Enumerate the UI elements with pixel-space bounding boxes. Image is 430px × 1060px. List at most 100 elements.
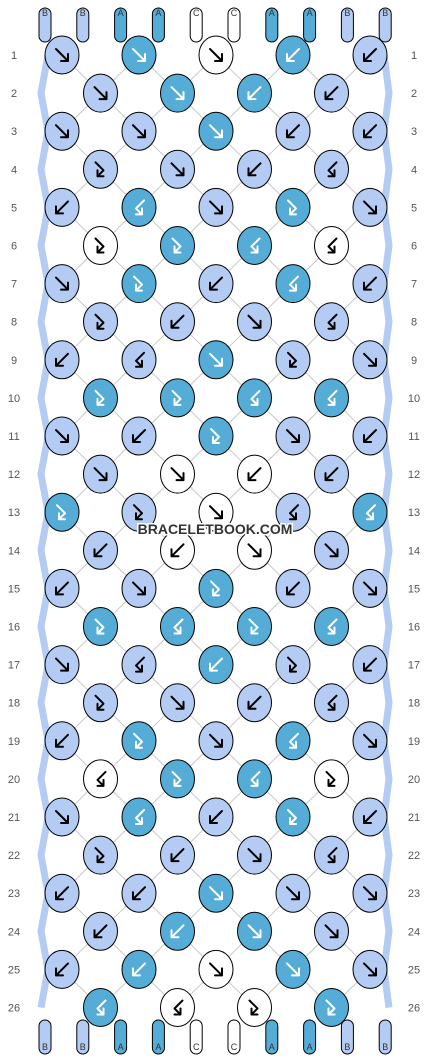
knot-arrow-icon <box>327 313 338 330</box>
knot-arrow-icon <box>93 543 108 558</box>
top-strand-label: B <box>80 8 86 18</box>
knot-arrow-icon <box>286 48 300 62</box>
row-number-left: 13 <box>8 507 20 519</box>
knot-arrow-icon <box>247 848 262 863</box>
top-strand <box>227 7 241 43</box>
bottom-strand-label: C <box>231 1042 238 1052</box>
knot-arrow-icon <box>55 352 69 367</box>
knot-arrow-icon <box>93 86 108 101</box>
knot-arrow-icon <box>287 351 297 368</box>
knot-arrow-icon <box>287 199 297 216</box>
row-number-right: 11 <box>408 431 419 443</box>
knot-arrow-icon <box>132 124 146 139</box>
top-strand-label: C <box>193 8 200 18</box>
top-strand-label: B <box>344 8 350 18</box>
knot-layer <box>44 35 388 1027</box>
knot-arrow-icon <box>93 924 108 939</box>
top-strand <box>189 7 203 43</box>
row-number-left: 2 <box>11 88 17 100</box>
knot-arrow-icon <box>171 389 182 406</box>
knot-arrow-icon <box>286 962 300 977</box>
knot-arrow-icon <box>286 124 300 139</box>
knot-arrow-icon <box>209 657 223 672</box>
top-strand <box>303 7 317 43</box>
knot-arrow-icon <box>363 48 377 62</box>
knot-arrow-icon <box>55 581 69 596</box>
knot <box>160 226 195 265</box>
top-strand <box>265 7 279 43</box>
knot-arrow-icon <box>247 467 262 482</box>
knot <box>83 607 118 646</box>
row-number-right: 26 <box>408 1003 420 1015</box>
knot <box>121 264 157 304</box>
top-strand <box>38 7 52 43</box>
row-number-left: 15 <box>8 583 20 595</box>
knot-arrow-icon <box>247 543 262 558</box>
row-number-left: 23 <box>8 888 20 900</box>
knot-arrow-icon <box>289 504 299 521</box>
knot-arrow-icon <box>248 618 259 635</box>
knot <box>121 721 157 761</box>
knot-arrow-icon <box>247 695 262 710</box>
knot-arrow-icon <box>133 504 143 521</box>
knot <box>314 835 349 875</box>
row-number-right: 4 <box>411 164 417 176</box>
knot-arrow-icon <box>55 124 69 139</box>
knot-arrow-icon <box>55 657 69 672</box>
top-strand-label: A <box>307 8 313 18</box>
knot-arrow-icon <box>247 314 262 329</box>
knot <box>83 149 118 189</box>
knot-arrow-icon <box>55 276 69 291</box>
knot-arrow-icon <box>327 694 338 711</box>
top-strand <box>114 7 128 43</box>
knot <box>160 607 195 646</box>
knot-arrow-icon <box>94 389 105 406</box>
knot-arrow-icon <box>325 999 336 1016</box>
knot-arrow-icon <box>170 314 185 329</box>
knot-arrow-icon <box>209 733 223 748</box>
knot-arrow-icon <box>248 999 259 1016</box>
knot <box>352 492 388 532</box>
knot-arrow-icon <box>363 962 377 977</box>
row-number-right: 21 <box>408 812 420 824</box>
knot-arrow-icon <box>363 352 377 367</box>
bottom-strand <box>227 1019 241 1055</box>
row-number-left: 8 <box>11 317 17 329</box>
knot-arrow-icon <box>363 124 377 139</box>
knot-arrow-icon <box>135 199 145 216</box>
knot-arrow-icon <box>327 237 338 254</box>
top-strand-label: B <box>42 8 48 18</box>
knot-arrow-icon <box>327 389 338 406</box>
bottom-strand-label: B <box>382 1042 388 1052</box>
knot-arrow-icon <box>170 162 185 177</box>
knot-arrow-icon <box>209 200 223 215</box>
knot-arrow-icon <box>287 809 297 825</box>
knot <box>314 302 349 342</box>
knot-arrow-icon <box>363 200 377 215</box>
knot-arrow-icon <box>94 237 105 254</box>
knot <box>314 607 349 646</box>
knot-arrow-icon <box>209 886 223 901</box>
bottom-strand-label: A <box>307 1042 313 1052</box>
row-number-right: 19 <box>408 736 420 748</box>
row-number-right: 1 <box>411 50 417 62</box>
knot <box>275 645 311 685</box>
top-strand-label: B <box>382 8 388 18</box>
bottom-strand <box>303 1019 317 1055</box>
knot-arrow-icon <box>327 847 338 864</box>
knot-arrow-icon <box>171 237 182 254</box>
watermark: BRACELETBOOK.COM <box>138 521 293 537</box>
row-number-left: 25 <box>8 964 20 976</box>
knot <box>121 645 157 685</box>
knot-arrow-icon <box>366 504 376 521</box>
bottom-strand <box>378 1019 392 1055</box>
knot-arrow-icon <box>247 86 262 101</box>
row-number-left: 7 <box>11 279 17 291</box>
top-strand <box>76 7 90 43</box>
knot <box>275 797 311 837</box>
row-number-right: 2 <box>411 88 417 100</box>
knot-arrow-icon <box>363 581 377 596</box>
row-number-right: 13 <box>408 507 420 519</box>
knot-arrow-icon <box>325 770 336 787</box>
